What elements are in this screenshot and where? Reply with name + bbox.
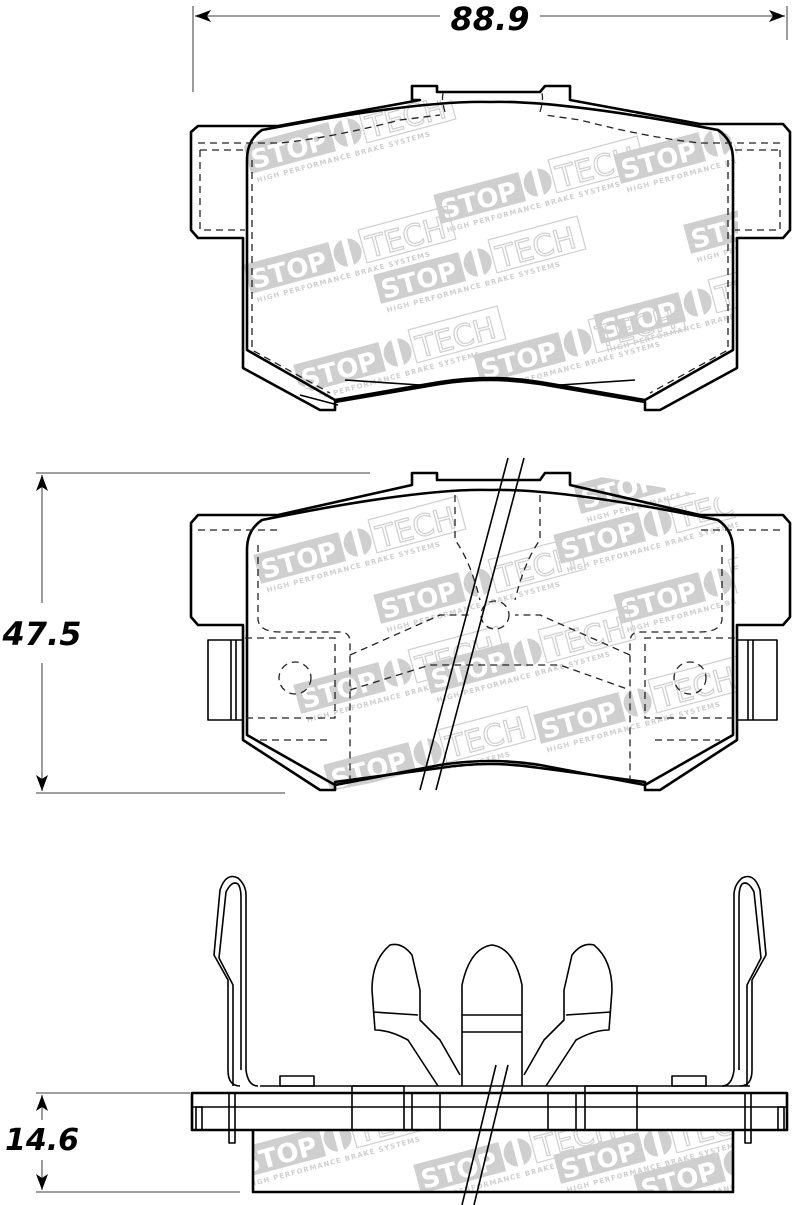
- watermark-pattern: [251, 470, 738, 790]
- thickness-dimension-label: 14.6: [5, 1123, 79, 1158]
- arrow-up-icon: [36, 1095, 48, 1111]
- width-dimension-label: 88.9: [451, 0, 530, 38]
- arrow-down-icon: [36, 775, 48, 791]
- thickness-dimension: 14.6: [5, 1092, 240, 1193]
- arrow-down-icon: [36, 1174, 48, 1190]
- height-dimension: 47.5: [2, 472, 370, 794]
- friction-side-view: [189, 84, 792, 412]
- edge-side-view-with-clips: [190, 875, 789, 1205]
- watermark-pattern: [242, 100, 738, 403]
- height-dimension-label: 47.5: [2, 615, 82, 653]
- width-dimension: 88.9: [192, 0, 788, 92]
- arrow-left-icon: [195, 10, 211, 22]
- arrow-up-icon: [36, 475, 48, 491]
- arrow-right-icon: [769, 10, 785, 22]
- watermark-pattern: [252, 1130, 732, 1193]
- backing-plate-view: [189, 457, 792, 792]
